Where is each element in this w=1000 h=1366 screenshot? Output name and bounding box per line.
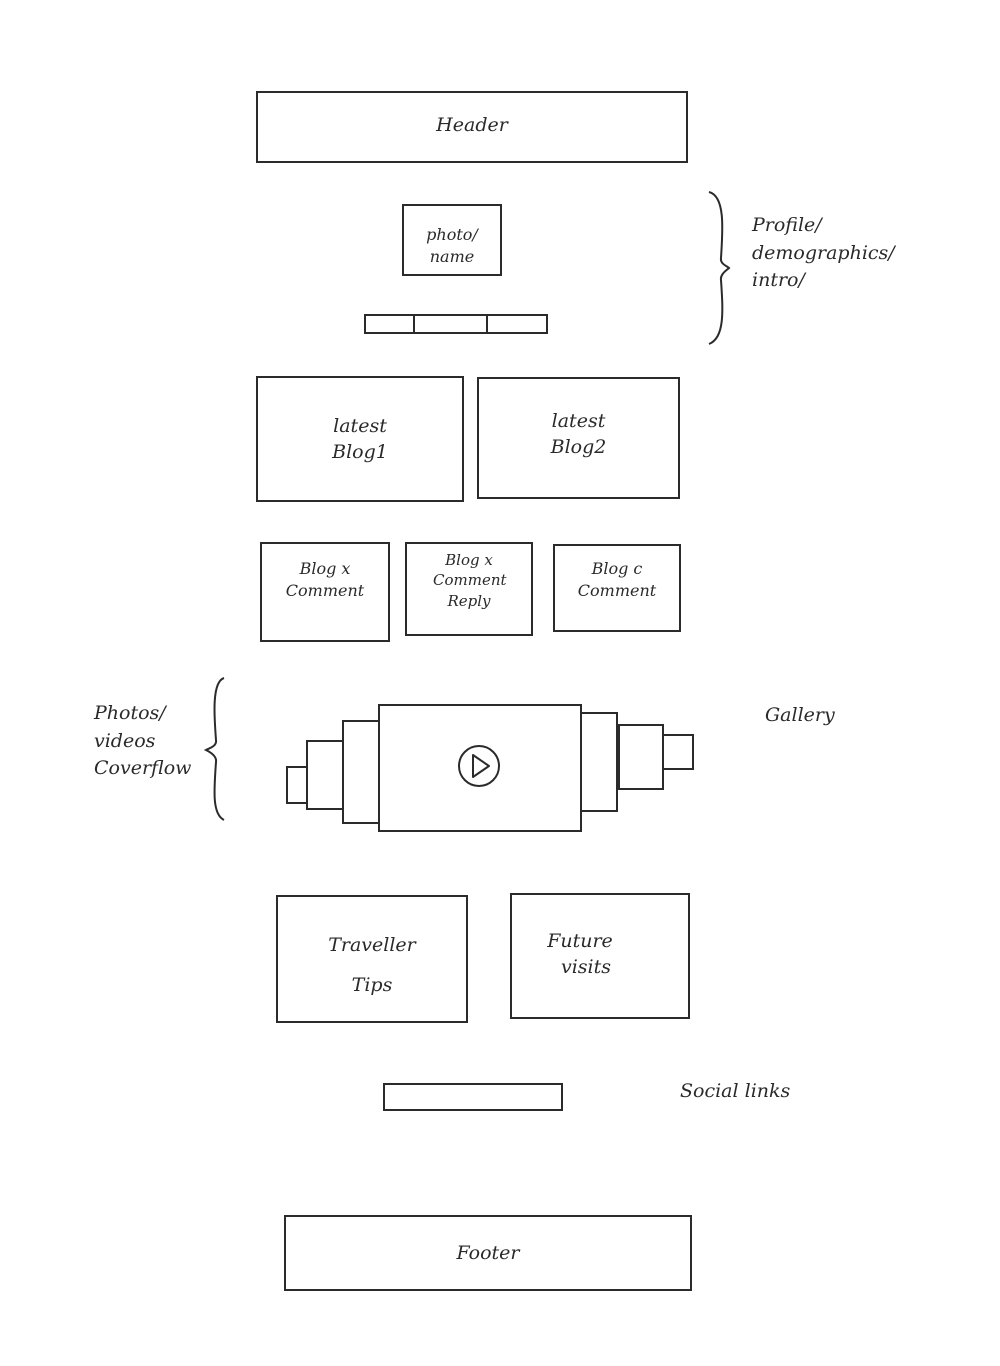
latest-blog-1: latest Blog1 [256,376,464,502]
profile-annotation-line-3: intro/ [752,269,805,292]
profile-brace [708,191,731,345]
coverflow-item-far-right [660,734,694,770]
social-links-bar [383,1083,563,1111]
footer-box: Footer [284,1215,692,1291]
gallery-annotation-line-1: Photos/ [94,702,166,724]
profile-tab-bar [364,314,548,334]
blog-c-comment-box: Blog c Comment [553,544,681,632]
profile-annotation-line-1: Profile/ [752,214,822,236]
gallery-left-annotation: Photos/ videos Coverflow [94,700,191,783]
profile-annotation: Profile/ demographics/ intro/ [752,212,895,295]
blog-comment-reply-box: Blog x Comment Reply [405,542,533,636]
gallery-brace [203,677,225,821]
future-visits-line-2: visits [560,956,612,978]
latest-blog-1-label: latest Blog1 [332,415,388,463]
coverflow-item-right-2 [618,724,664,790]
latest-blog-2: latest Blog2 [477,377,680,499]
header-box: Header [256,91,688,163]
social-links-annotation: Social links [680,1080,791,1102]
blog-comment-box: Blog x Comment [260,542,390,642]
traveller-tips-line-2: Tips [351,974,393,996]
blog-c-comment-label: Blog c Comment [577,559,657,600]
profile-annotation-line-2: demographics/ [752,241,895,264]
gallery-right-annotation: Gallery [765,704,835,726]
profile-photo-label: photo/ name [426,225,478,266]
future-visits-box: Future visits [510,893,690,1019]
traveller-tips-line-1: Traveller [328,934,416,956]
latest-blog-2-label: latest Blog2 [550,410,607,458]
play-icon[interactable] [456,743,502,789]
gallery-annotation-line-3: Coverflow [94,757,192,780]
traveller-tips-box: Traveller Tips [276,895,468,1023]
header-label: Header [436,114,508,136]
tab-divider-1 [413,316,415,332]
future-visits-line-1: Future [547,930,613,952]
profile-photo-box: photo/ name [402,204,502,276]
blog-comment-label: Blog x Comment [285,559,365,600]
coverflow-item-main[interactable] [378,704,582,832]
gallery-annotation-line-2: videos [94,729,156,752]
footer-label: Footer [456,1242,520,1264]
tab-divider-2 [486,316,488,332]
blog-comment-reply-label: Blog x Comment Reply [433,551,507,610]
